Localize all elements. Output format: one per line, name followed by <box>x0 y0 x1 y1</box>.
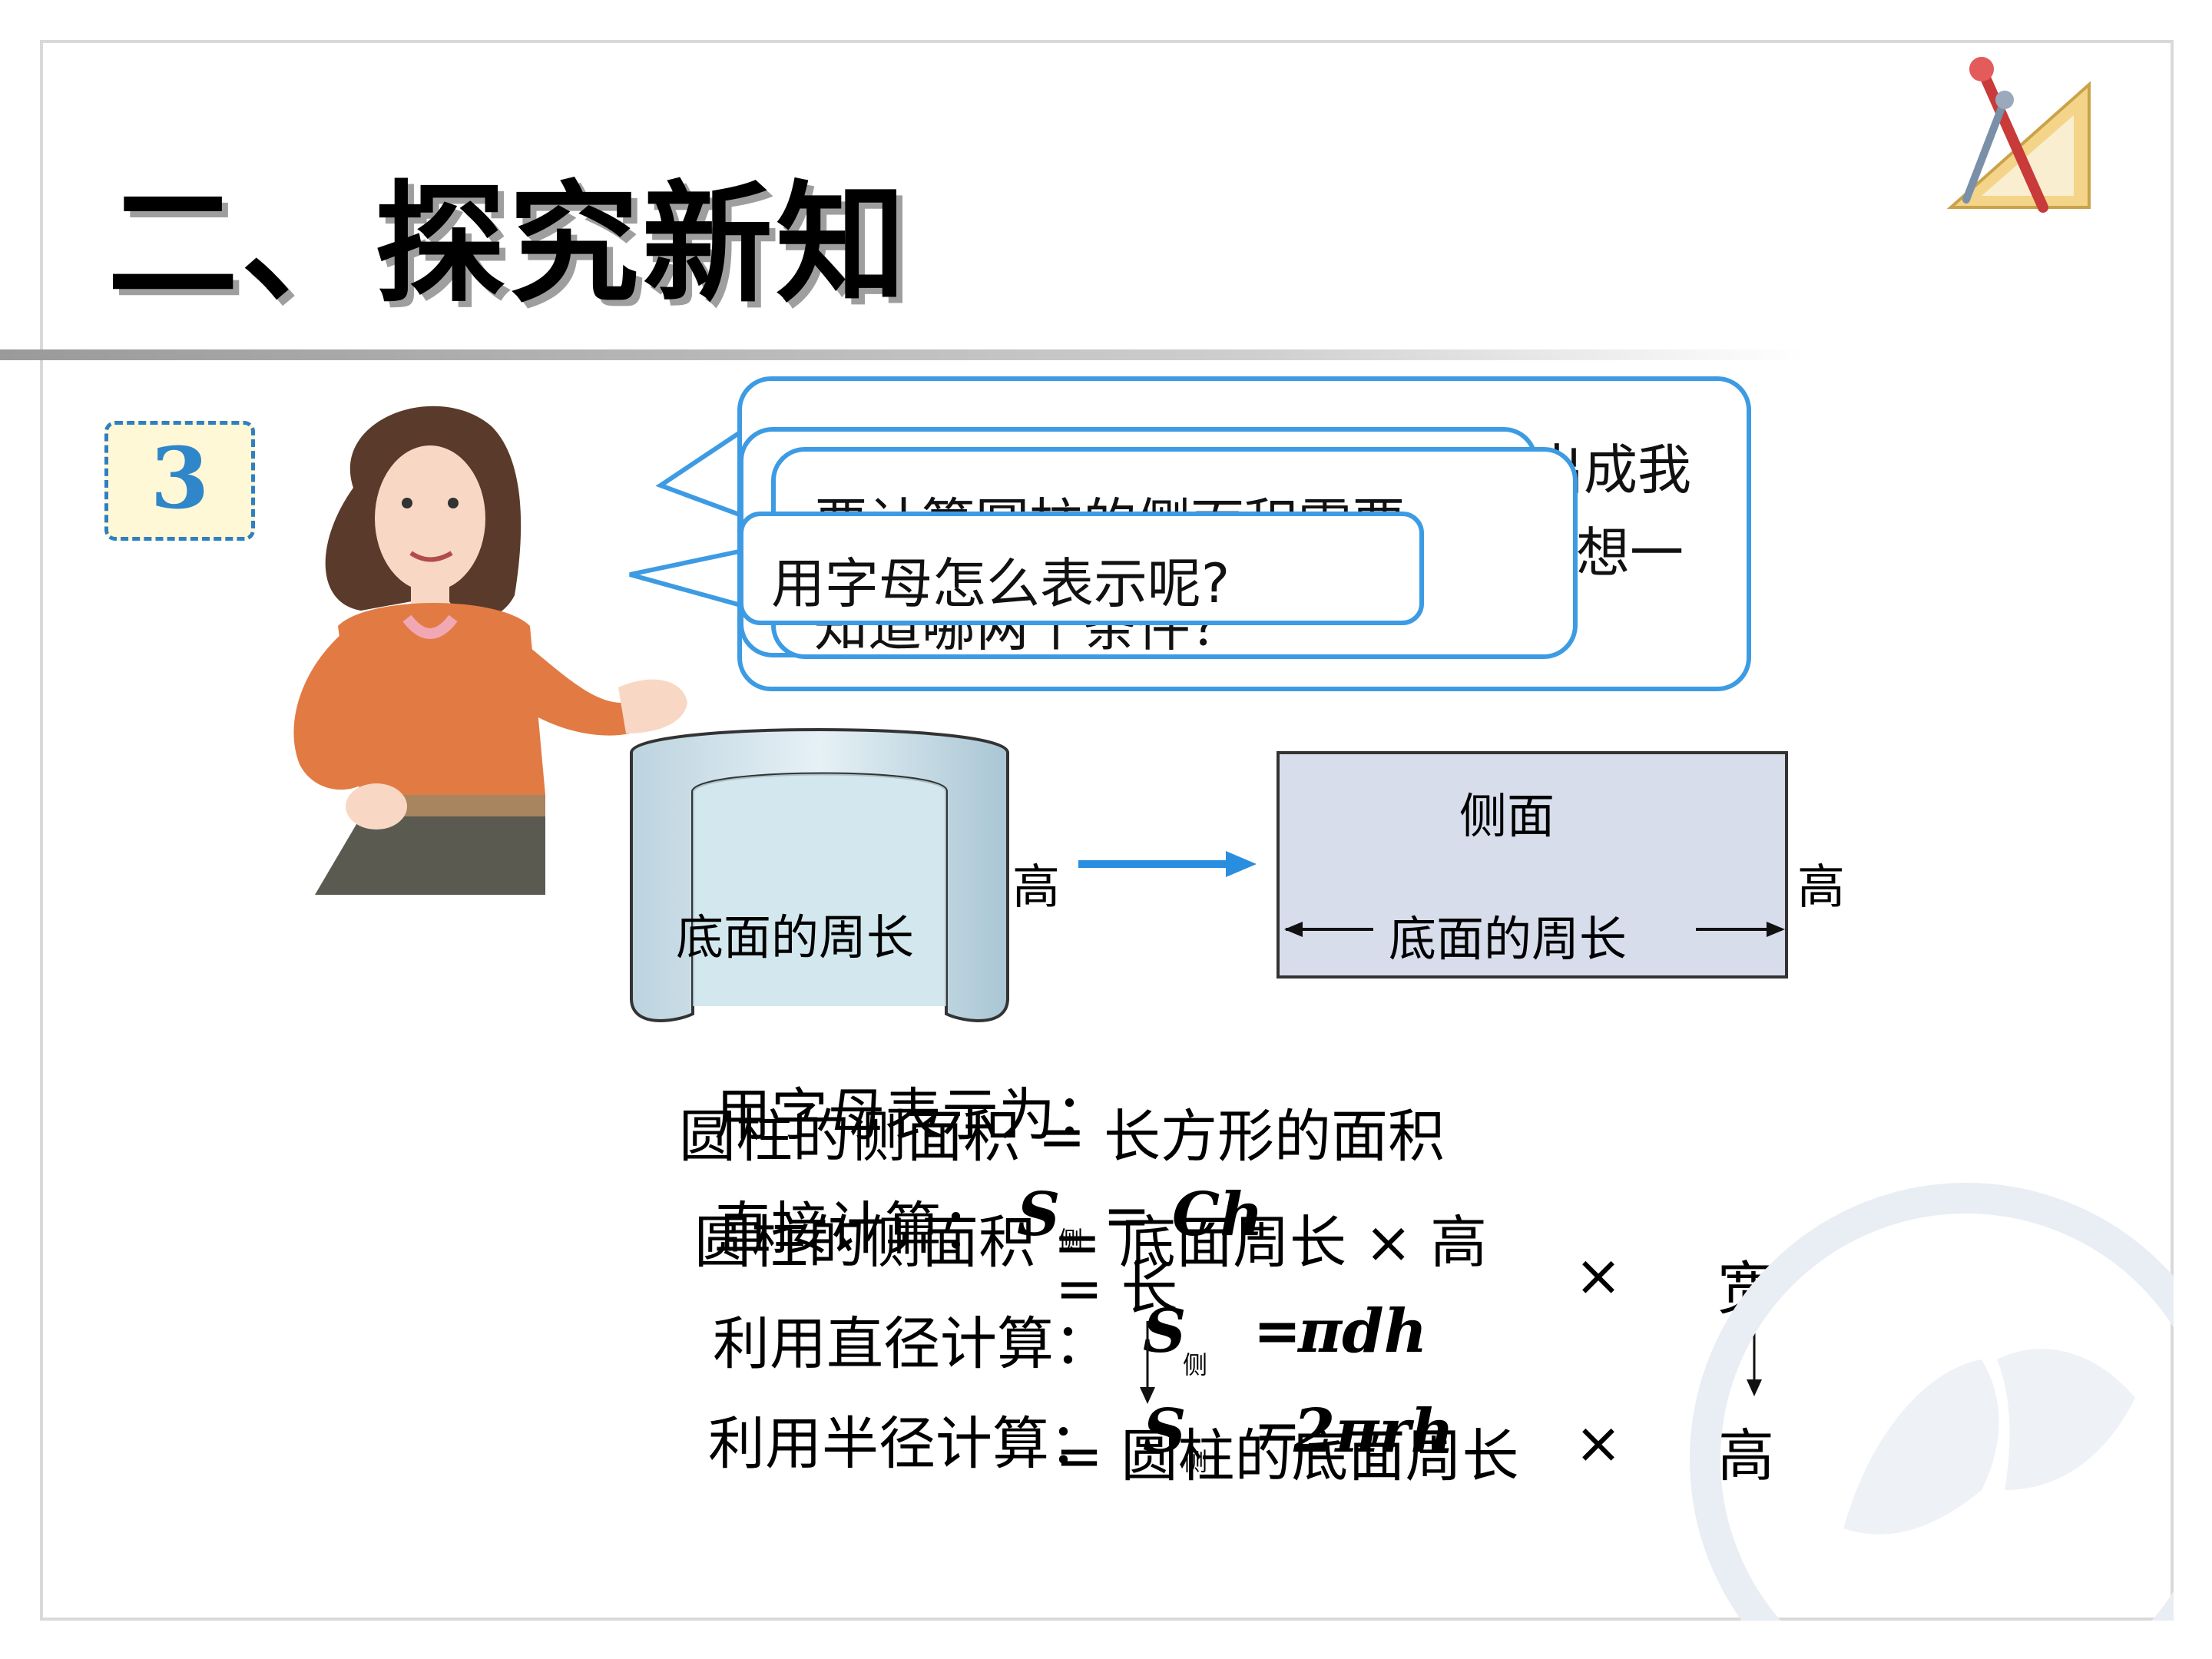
formula-line4-expr: 2πrh <box>1293 1396 1455 1466</box>
formula-line2-under-S: S <box>1017 1180 1061 1250</box>
formula-line2-over: 圆柱的侧面积 = 底面周长 × 高 <box>694 1210 1488 1276</box>
formula-line3-S: S <box>1143 1296 1187 1366</box>
rectangle-length-arrows <box>1284 922 1785 937</box>
formula-line4-sub: 侧 <box>1183 1447 1208 1476</box>
formula-line4-S: S <box>1143 1396 1187 1466</box>
cylinder-base-label: 底面的周长 <box>676 909 915 965</box>
formula-height-word: 高 <box>1717 1423 1774 1489</box>
formula-line1-over: 圆柱的侧面积 = 长方形的面积 <box>679 1104 1445 1170</box>
page-title: 二、探究新知 <box>108 169 910 321</box>
curved-lateral-surface <box>630 728 1009 1022</box>
formula-line1-under: 用字母表示为： <box>714 1082 1112 1148</box>
slide-frame <box>40 40 2174 1621</box>
rectangle-height-label: 高 <box>1797 859 1846 915</box>
down-arrow-left-icon <box>1140 1321 1155 1404</box>
formula-line3-prefix: 利用直径计算： <box>713 1311 1111 1377</box>
formula-line2-under-eq: = <box>1103 1183 1151 1249</box>
speech-bubble-front <box>739 512 1424 625</box>
title-divider <box>0 349 1805 360</box>
unrolled-rectangle <box>1277 751 1788 979</box>
formula-times-1: × <box>1575 1243 1623 1309</box>
formula-line4-eq: = <box>1253 1398 1302 1464</box>
formula-line4-over: = 圆柱的底面周长 <box>1055 1423 1519 1489</box>
formula-line2-under-sub: 侧 <box>1058 1226 1084 1255</box>
formula-line4-prefix: 利用半径计算： <box>708 1411 1106 1477</box>
teacher-illustration <box>293 406 687 895</box>
formula-line3-sub: 侧 <box>1183 1350 1208 1379</box>
publisher-watermark <box>1690 1183 2174 1621</box>
problem-number: 3 <box>150 429 210 528</box>
formula-line2-under-expr: Ch <box>1172 1180 1263 1250</box>
formula-line3-expr: πdh <box>1298 1296 1428 1366</box>
rectangle-title: 侧面 <box>1459 788 1555 844</box>
formula-eq-long: = 长 <box>1055 1256 1178 1322</box>
bubble-back-fragment-2: 想一 <box>1576 522 1684 584</box>
unroll-arrow-icon <box>1078 851 1257 877</box>
formula-line3-eq: = <box>1253 1298 1302 1364</box>
formula-line2-under-prefix: 直接计算： <box>714 1196 998 1262</box>
drawing-tools-icon <box>1946 57 2091 213</box>
rectangle-base-label: 底面的周长 <box>1389 911 1628 967</box>
formula-times-2: × <box>1575 1410 1623 1476</box>
bubble-front-text: 用字母怎么表示呢? <box>771 552 1230 615</box>
cylinder-height-label: 高 <box>1012 859 1061 915</box>
problem-number-badge: 3 <box>104 421 255 541</box>
